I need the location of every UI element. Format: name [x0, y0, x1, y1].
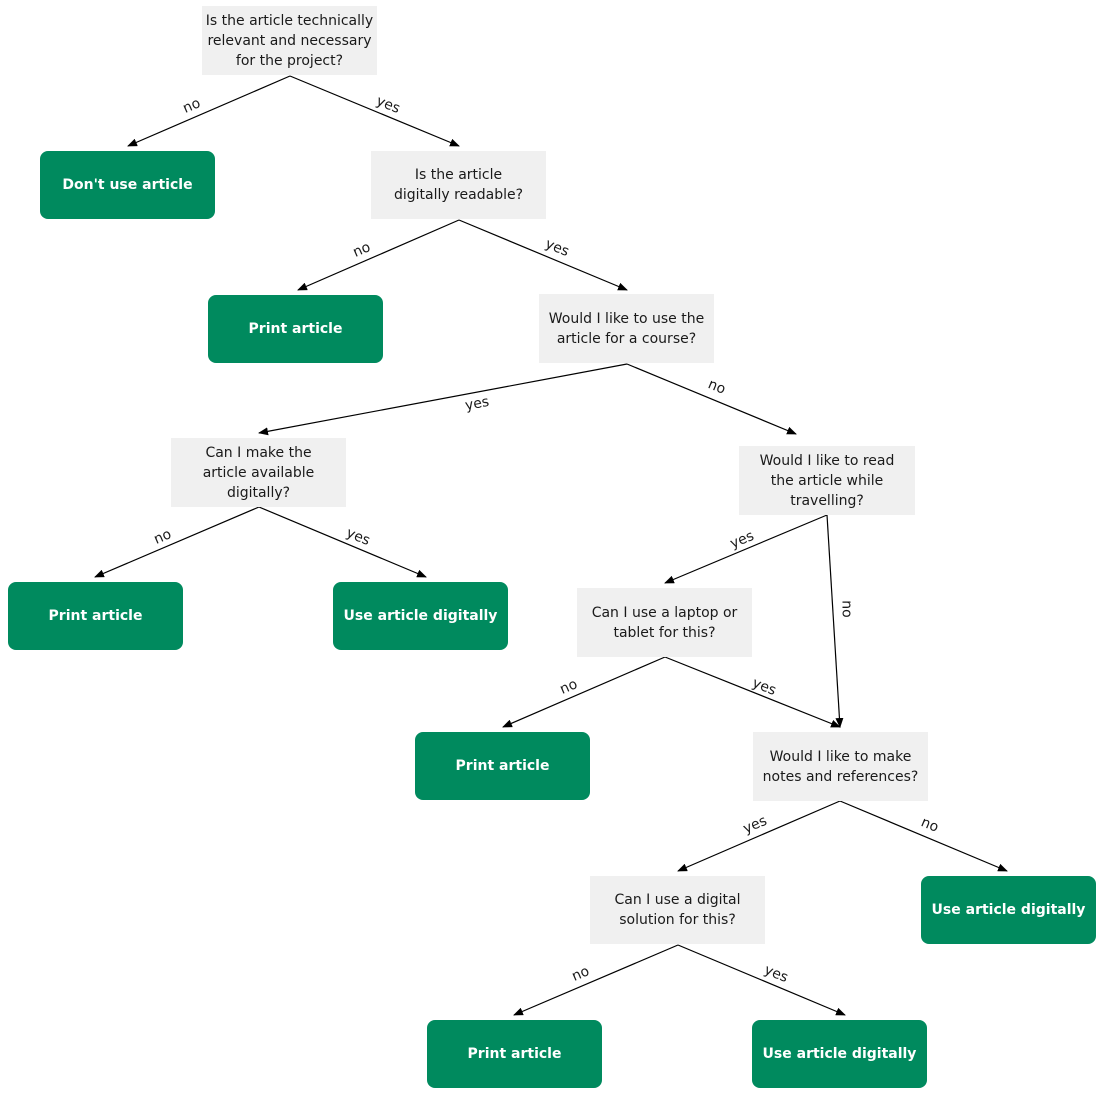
result-use-digitally-3: Use article digitally	[752, 1020, 927, 1088]
edge-q4-r3	[94, 506, 260, 578]
edge-q1-q2	[289, 75, 460, 147]
edge-q3-q5	[626, 363, 797, 435]
edge-q7-r6	[839, 800, 1008, 872]
edge-q2-r2	[297, 219, 460, 291]
result-dont-use-article: Don't use article	[40, 151, 215, 219]
edge-q3-q4	[258, 363, 628, 436]
edge-q8-r7	[513, 944, 679, 1016]
result-print-article-3: Print article	[415, 732, 590, 800]
result-print-article-1: Print article	[208, 295, 383, 363]
edge-q1-r1	[127, 75, 291, 147]
edge-q6-r5	[502, 656, 666, 728]
result-print-article-2: Print article	[8, 582, 183, 650]
edge-q7-q8	[677, 800, 841, 872]
edge-q8-r8	[677, 944, 846, 1016]
edge-q4-r4	[258, 506, 427, 578]
question-read-while-travelling: Would I like to read the article while t…	[739, 446, 915, 515]
question-use-for-course: Would I like to use the article for a co…	[539, 294, 714, 363]
result-use-digitally-1: Use article digitally	[333, 582, 508, 650]
edge-q5-q7	[826, 514, 844, 728]
question-notes-and-references: Would I like to make notes and reference…	[753, 732, 928, 801]
edge-label-q5-q7: no	[838, 600, 855, 618]
question-digital-solution: Can I use a digital solution for this?	[590, 876, 765, 944]
edge-q6-q7	[664, 656, 841, 728]
result-use-digitally-2: Use article digitally	[921, 876, 1096, 944]
result-print-article-4: Print article	[427, 1020, 602, 1088]
question-technically-relevant: Is the article technically relevant and …	[202, 6, 377, 75]
question-laptop-or-tablet: Can I use a laptop or tablet for this?	[577, 588, 752, 657]
question-make-available-digitally: Can I make the article available digital…	[171, 438, 346, 507]
question-digitally-readable: Is the article digitally readable?	[371, 151, 546, 219]
edge-q2-q3	[458, 219, 628, 291]
edge-q5-q6	[664, 514, 828, 584]
